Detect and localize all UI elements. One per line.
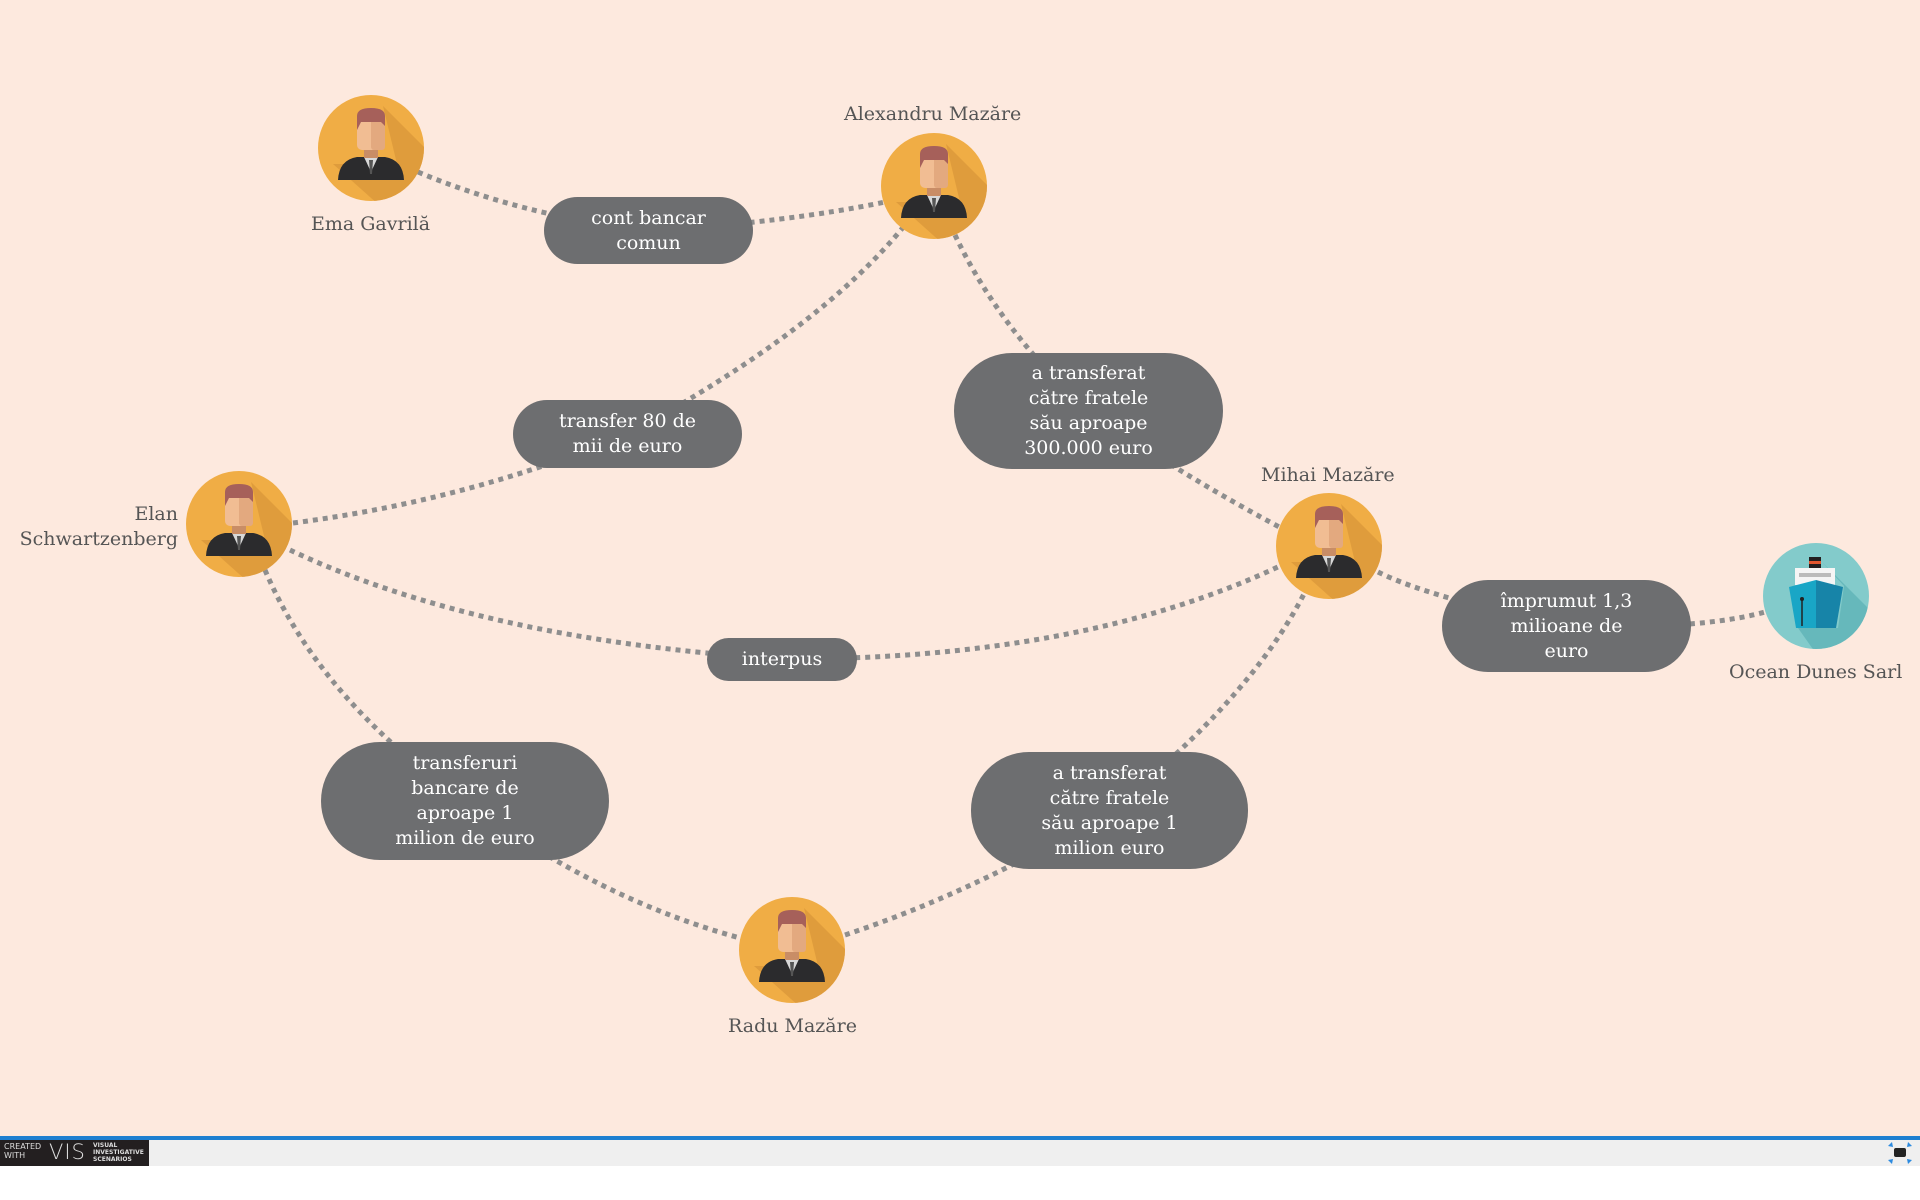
label-line: Elan <box>134 503 178 525</box>
node-label-ocean-dunes-sarl: Ocean Dunes Sarl <box>1729 661 1903 683</box>
ship-icon <box>1763 543 1869 649</box>
edge-label-transfer-80[interactable]: transfer 80 de mii de euro <box>513 400 742 468</box>
edge-elan-radu[interactable] <box>262 569 741 941</box>
edge-mihai-ocean[interactable] <box>1376 569 1766 630</box>
fullscreen-icon[interactable] <box>1888 1142 1912 1164</box>
person-icon <box>1275 492 1383 604</box>
logo-text: WITH <box>4 1151 26 1160</box>
person-icon <box>317 94 425 206</box>
logo-mark: VIS <box>49 1140 86 1164</box>
pill-text: interpus <box>741 648 823 670</box>
person-icon <box>738 896 846 1008</box>
node-label-alexandru-mazare: Alexandru Mazăre <box>844 103 1022 125</box>
pill-text: euro <box>1544 639 1589 662</box>
pill-text: său aproape <box>1029 412 1148 434</box>
person-icon <box>880 132 988 244</box>
logo-text: INVESTIGATIVE <box>93 1149 144 1156</box>
node-radu-mazare[interactable] <box>738 896 846 1004</box>
pill-text: bancare de <box>411 777 519 799</box>
edge-elan-mihai[interactable] <box>288 547 1282 662</box>
node-ocean-dunes-sarl[interactable] <box>1762 542 1870 650</box>
edge-label-300000[interactable]: a transferat către fratele său aproape 300.… <box>954 353 1223 469</box>
pill-text: a transferat <box>1052 761 1167 784</box>
pill-text: mii de euro <box>572 435 683 457</box>
logo-text: SCENARIOS <box>93 1156 132 1163</box>
person-icon <box>185 470 293 582</box>
pill-text: său aproape 1 <box>1041 811 1178 834</box>
edge-label-transferuri-bancare[interactable]: transferuri bancare de aproape 1 milion de … <box>321 742 609 860</box>
node-ema-gavrila[interactable] <box>317 94 425 202</box>
pill-text: milioane de <box>1510 614 1623 637</box>
pill-text: către fratele <box>1049 786 1170 809</box>
node-alexandru-mazare[interactable] <box>880 132 988 240</box>
pill-text: cont bancar <box>591 206 706 229</box>
pill-text: milion de euro <box>395 827 535 849</box>
pill-text: transfer 80 de <box>558 410 697 432</box>
pill-text: milion euro <box>1054 836 1165 859</box>
label-line: Schwartzenberg <box>19 528 178 550</box>
node-label-mihai-mazare: Mihai Mazăre <box>1261 464 1395 486</box>
pill-text: comun <box>616 231 681 254</box>
node-label-radu-mazare: Radu Mazăre <box>728 1015 857 1037</box>
edge-elan-alexandru[interactable] <box>292 223 907 526</box>
pill-text: 300.000 euro <box>1024 437 1153 459</box>
pill-text: transferuri <box>412 752 518 774</box>
pill-text: a transferat <box>1031 362 1146 384</box>
logo-text: VISUAL <box>93 1142 118 1149</box>
pill-text: către fratele <box>1028 387 1149 409</box>
logo-text: CREATED <box>4 1142 42 1151</box>
node-mihai-mazare[interactable] <box>1275 492 1383 600</box>
pill-text: împrumut 1,3 <box>1500 589 1633 612</box>
node-elan-schwartzenberg[interactable] <box>185 470 293 578</box>
edge-ema-alexandru[interactable] <box>417 169 886 234</box>
edge-label-interpus[interactable]: interpus <box>707 638 857 681</box>
pill-text: aproape 1 <box>416 802 514 824</box>
node-label-ema-gavrila: Ema Gavrilă <box>311 213 431 235</box>
